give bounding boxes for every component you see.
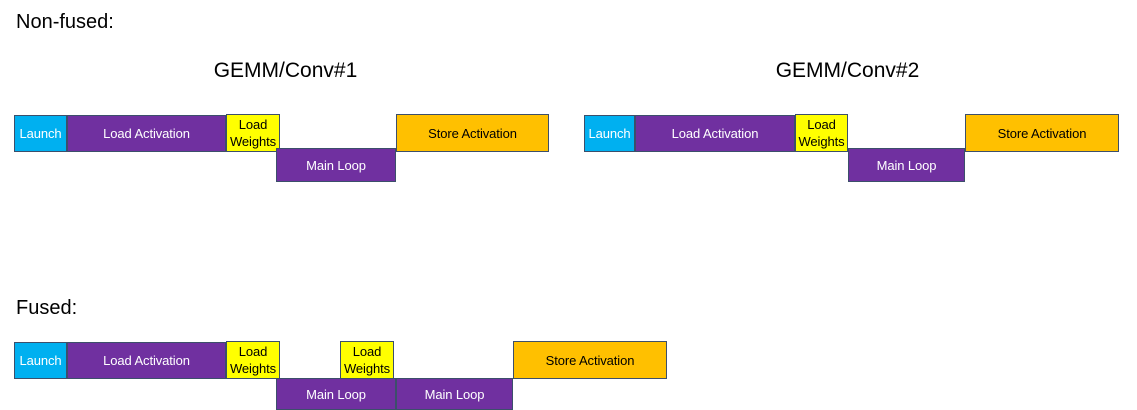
bar-fused-load-weights-1: Load Weights	[226, 341, 280, 379]
bar-label: Launch	[19, 126, 62, 141]
bar-label: Launch	[588, 126, 631, 141]
bar-label: Load Activation	[103, 353, 190, 368]
title-gemm-conv-2: GEMM/Conv#2	[775, 59, 920, 82]
bar-main-loop-1: Main Loop	[276, 148, 396, 182]
bar-label: Store Activation	[545, 352, 635, 368]
bar-label: Load Activation	[103, 126, 190, 141]
bar-label: Store Activation	[997, 125, 1087, 141]
bar-label: Load Weights	[229, 117, 277, 149]
bar-label: Load Weights	[798, 117, 845, 149]
bar-load-weights-1: Load Weights	[226, 114, 280, 152]
bar-load-activation-2: Load Activation	[635, 115, 795, 152]
bar-launch-2: Launch	[584, 115, 635, 152]
section-label-non-fused: Non-fused:	[16, 11, 114, 33]
bar-label: Load Activation	[671, 126, 759, 141]
bar-label: Load Weights	[229, 344, 277, 376]
bar-fused-store-activation: Store Activation	[513, 341, 667, 379]
bar-fused-launch: Launch	[14, 342, 67, 379]
bar-label: Main Loop	[306, 157, 366, 173]
bar-label: Load Weights	[343, 344, 391, 376]
bar-launch-1: Launch	[14, 115, 67, 152]
title-gemm-conv-1: GEMM/Conv#1	[213, 59, 358, 82]
bar-label: Store Activation	[428, 125, 517, 141]
bar-fused-main-loop-2: Main Loop	[396, 378, 513, 410]
bar-store-activation-2: Store Activation	[965, 114, 1119, 152]
bar-load-activation-1: Load Activation	[67, 115, 226, 152]
section-label-fused: Fused:	[16, 297, 78, 319]
bar-fused-load-activation: Load Activation	[67, 342, 226, 379]
bar-load-weights-2: Load Weights	[795, 114, 848, 152]
bar-fused-main-loop-1: Main Loop	[276, 378, 396, 410]
bar-label: Main Loop	[424, 386, 485, 402]
bar-main-loop-2: Main Loop	[848, 148, 965, 182]
bar-label: Main Loop	[306, 386, 366, 402]
bar-label: Main Loop	[876, 157, 937, 173]
bar-fused-load-weights-2: Load Weights	[340, 341, 394, 379]
bar-store-activation-1: Store Activation	[396, 114, 549, 152]
bar-label: Launch	[19, 353, 62, 368]
